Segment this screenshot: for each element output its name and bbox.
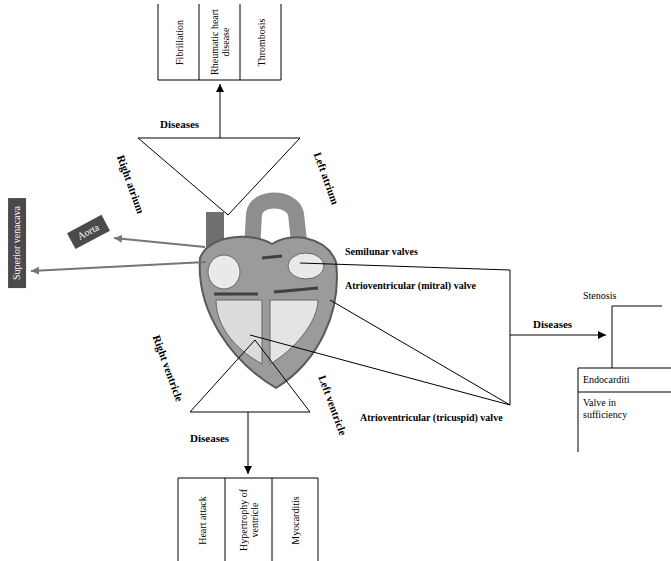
group-heading: Diseases: [533, 318, 572, 331]
disease-cell: Endocarditi: [582, 373, 631, 387]
part-label: Atrioventricular (tricuspid) valve: [360, 412, 503, 424]
part-label: Right atrium: [115, 153, 148, 215]
part-label: Atrioventricular (mitral) valve: [345, 280, 476, 292]
disease-name: Valve in sufficiency: [583, 397, 661, 420]
leader-triangle: [190, 340, 310, 412]
pointer-arrow: [114, 238, 205, 247]
heart-illustration: [200, 201, 337, 389]
disease-cell: Fibrillation: [172, 7, 185, 77]
disease-cell: Thrombosis: [254, 7, 267, 77]
left-ventricle-chamber: [270, 300, 318, 364]
disease-cell: Rheumatic heart disease: [208, 7, 232, 77]
disease-cell: Stenosis: [582, 289, 617, 303]
heart-body: [200, 237, 337, 388]
disease-name: Thrombosis: [255, 9, 266, 75]
disease-name: Fibrillation: [173, 9, 184, 75]
disease-bracket: [178, 478, 318, 561]
disease-name: Heart attack: [196, 484, 207, 556]
vessel-box: Superior venacava: [8, 198, 26, 288]
vessel-name: Aorta: [75, 221, 101, 242]
part-label: Left atrium: [311, 150, 342, 206]
disease-name: Stenosis: [583, 290, 616, 302]
disease-arrow: [510, 335, 606, 336]
valve-marks: [214, 256, 318, 294]
pointer-arrow: [31, 262, 206, 271]
part-label: Right ventricle: [150, 333, 186, 403]
disease-bracket: [158, 4, 281, 80]
vessel-box: Aorta: [67, 215, 110, 249]
disease-name: Rheumatic heart disease: [209, 9, 231, 75]
disease-name: Myocarditis: [290, 484, 301, 556]
right-ventricle-chamber: [216, 300, 262, 364]
disease-name: Hypertrophy of ventricle: [238, 484, 260, 556]
disease-cell: Heart attack: [195, 482, 208, 558]
disease-bracket: [578, 306, 671, 452]
vessel-name: Superior venacava: [11, 206, 23, 280]
part-label: Left ventricle: [316, 373, 350, 437]
group-heading: Diseases: [190, 432, 229, 445]
disease-cell: Myocarditis: [289, 482, 302, 558]
left-atrium-chamber: [288, 253, 324, 279]
disease-arrow: [248, 412, 249, 474]
right-atrium-chamber: [208, 255, 240, 289]
disease-cell: Hypertrophy of ventricle: [237, 482, 261, 558]
disease-cell: Valve in sufficiency: [582, 396, 662, 421]
disease-arrow: [220, 84, 221, 138]
part-label: Semilunar valves: [345, 246, 418, 258]
leader-triangle: [138, 138, 300, 215]
disease-name: Endocarditi: [583, 374, 630, 386]
group-heading: Diseases: [160, 118, 199, 131]
